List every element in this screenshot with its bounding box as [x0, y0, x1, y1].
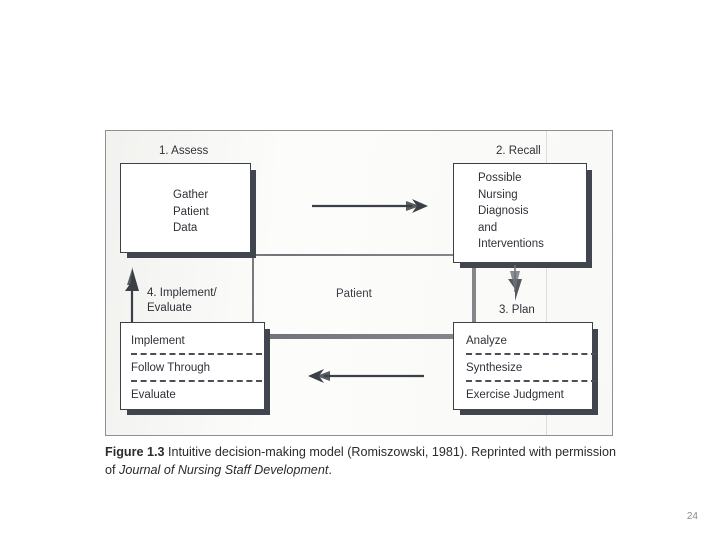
- box-line: Implement: [131, 334, 185, 347]
- box-implement-content: Implement Follow Through Evaluate: [121, 323, 264, 409]
- arrow-implement-to-assess-icon: [125, 267, 139, 323]
- arrow-assess-to-recall-icon: [312, 199, 428, 213]
- arrow-plan-to-implement-icon: [308, 369, 424, 383]
- figure-caption: Figure 1.3 Intuitive decision-making mod…: [105, 444, 617, 479]
- stage-label-plan: 3. Plan: [499, 304, 535, 316]
- box-line: Interventions: [478, 238, 544, 250]
- box-line: Follow Through: [131, 361, 211, 374]
- box-line: Diagnosis: [478, 205, 529, 217]
- caption-journal-name: Journal of Nursing Staff Development: [119, 462, 329, 477]
- box-plan[interactable]: Analyze Synthesize Exercise Judgment: [453, 322, 598, 415]
- dashed-separator: [466, 380, 597, 382]
- caption-text-part-1: Intuitive decision-making model (Romiszo…: [105, 445, 616, 477]
- box-line: and: [478, 221, 498, 234]
- box-line: Possible: [478, 172, 522, 184]
- dashed-separator: [466, 353, 597, 355]
- box-assess[interactable]: Gather Patient Data: [120, 163, 256, 258]
- box-line: Analyze: [466, 334, 507, 347]
- box-shadow-right: [592, 329, 598, 415]
- box-line: Exercise Judgment: [466, 388, 564, 401]
- box-line: Evaluate: [131, 388, 176, 401]
- box-shadow-bottom: [460, 262, 592, 268]
- page-number: 24: [686, 511, 698, 522]
- box-shadow-right: [250, 170, 256, 258]
- connector-top: [252, 254, 477, 256]
- stage-label-recall: 2. Recall: [496, 145, 541, 157]
- box-shadow-bottom: [127, 252, 256, 258]
- center-label-patient: Patient: [336, 288, 372, 300]
- figure-frame: 1. Assess Gather Patient Data 2. Recall …: [105, 130, 613, 436]
- box-line: Synthesize: [466, 361, 523, 374]
- box-shadow-right: [586, 170, 592, 268]
- arrow-recall-to-plan-icon: [508, 265, 522, 301]
- box-shadow-bottom: [460, 409, 598, 415]
- caption-figure-number: Figure 1.3: [105, 445, 165, 459]
- box-line: Patient: [173, 205, 209, 218]
- diagram-canvas: 1. Assess Gather Patient Data 2. Recall …: [106, 131, 612, 435]
- caption-text-part-2: .: [328, 462, 332, 477]
- box-line: Gather: [173, 189, 209, 201]
- stage-label-assess: 1. Assess: [159, 145, 209, 157]
- box-line: Data: [173, 222, 198, 234]
- box-implement-evaluate[interactable]: Implement Follow Through Evaluate: [120, 322, 270, 415]
- dashed-separator: [131, 380, 262, 382]
- stage-label-implement-evaluate: 4. Implement/ Evaluate: [147, 287, 217, 314]
- box-recall[interactable]: Possible Nursing Diagnosis and Intervent…: [453, 163, 592, 268]
- box-line: Nursing: [478, 188, 518, 201]
- box-shadow-bottom: [127, 409, 270, 415]
- box-recall-content: Possible Nursing Diagnosis and Intervent…: [454, 164, 586, 262]
- connector-bottom: [252, 334, 476, 339]
- box-plan-content: Analyze Synthesize Exercise Judgment: [454, 323, 597, 409]
- dashed-separator: [131, 353, 262, 355]
- box-assess-content: Gather Patient Data: [121, 164, 250, 252]
- box-shadow-right: [264, 329, 270, 415]
